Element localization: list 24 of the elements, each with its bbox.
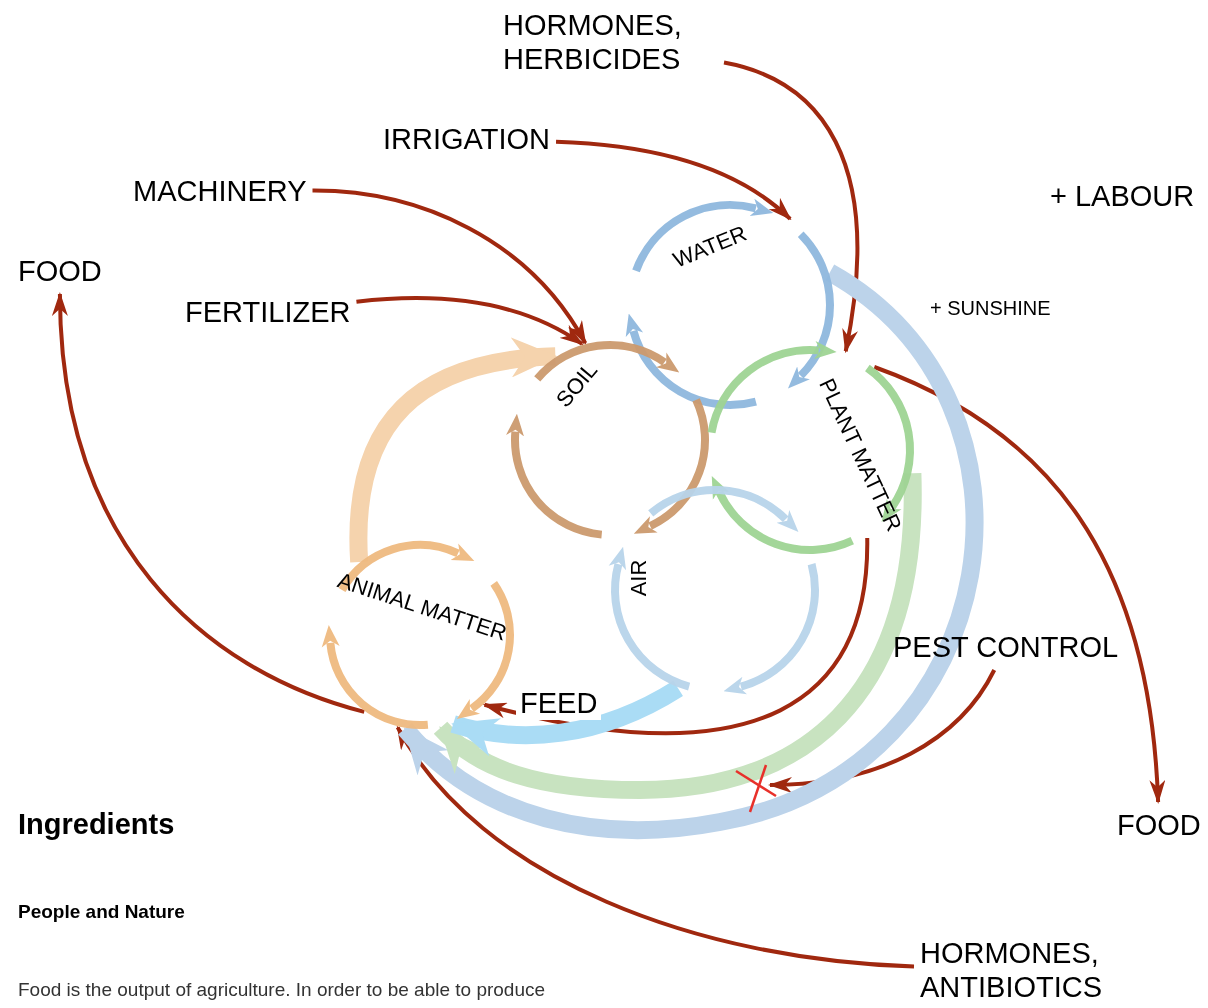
- flow-label: MACHINERY: [133, 174, 307, 208]
- note-label: + LABOUR: [1050, 179, 1195, 214]
- arrow: [873, 365, 1165, 804]
- arrow: [395, 725, 915, 969]
- subheading: People and Nature: [18, 900, 185, 924]
- flow-label: FOOD: [1117, 808, 1201, 842]
- arrow: [356, 296, 584, 346]
- flow-band-arrow: [398, 265, 984, 839]
- arrow: [53, 292, 365, 714]
- flow-label: FERTILIZER: [185, 295, 351, 329]
- flow-band-arrow: [349, 339, 558, 563]
- arrow: [312, 188, 588, 345]
- flow-label: FOOD: [18, 254, 102, 288]
- flow-label: HORMONES, HERBICIDES: [503, 8, 718, 76]
- flow-label: HORMONES, ANTIBIOTICS: [920, 936, 1135, 1004]
- arrow: [723, 60, 859, 354]
- flow-label: PEST CONTROL: [893, 630, 1119, 664]
- note-label: + SUNSHINE: [930, 296, 1051, 321]
- cycle-label: AIR: [627, 559, 651, 597]
- arrow: [482, 537, 870, 736]
- arrow: [555, 139, 792, 221]
- body-text: Food is the output of agriculture. In order to be able to produce: [18, 978, 546, 1002]
- flow-label: IRRIGATION: [383, 122, 551, 156]
- title: Ingredients: [18, 807, 175, 842]
